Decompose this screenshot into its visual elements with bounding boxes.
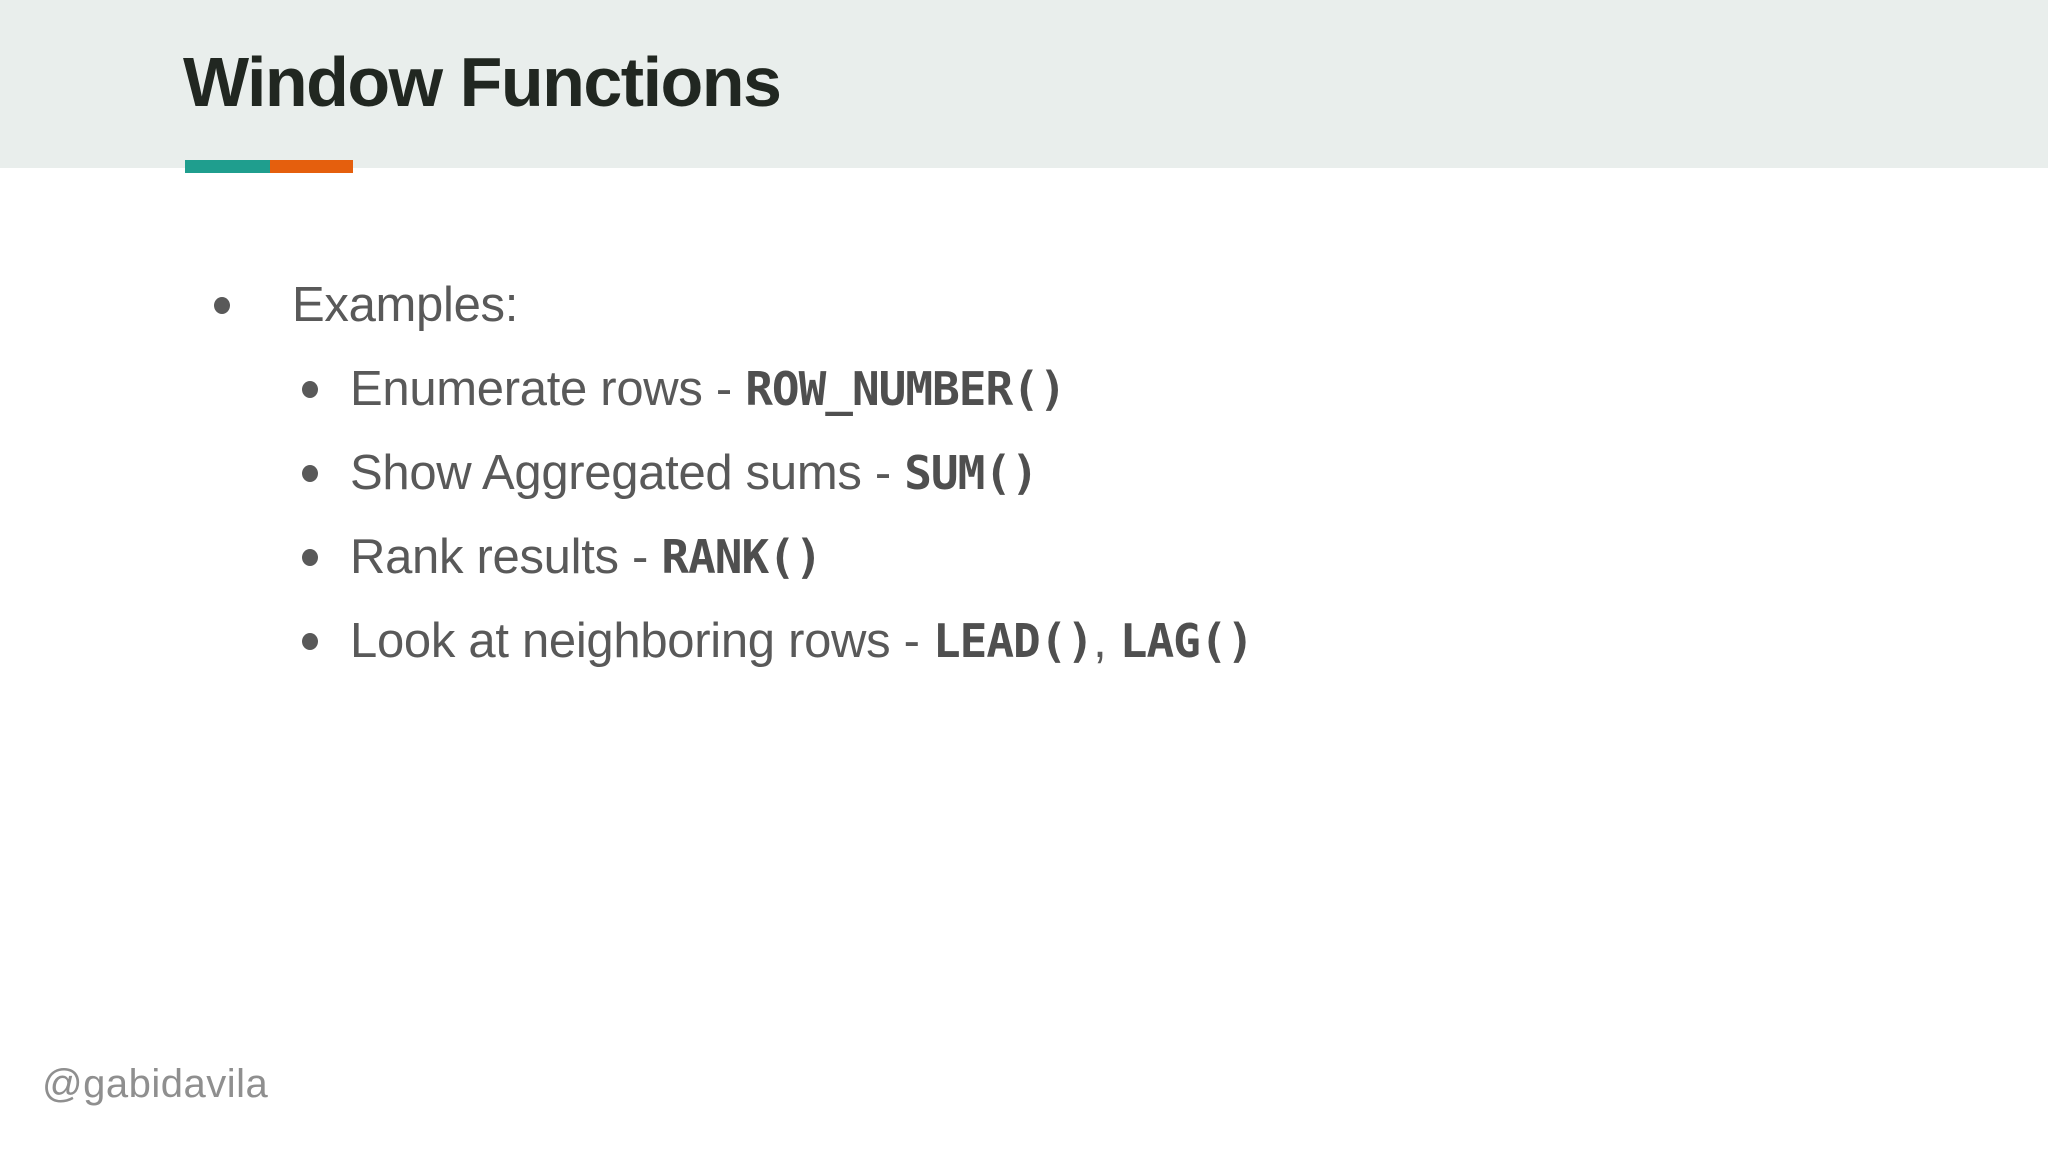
bullet-icon — [302, 464, 318, 482]
list-item-label: Rank results - RANK() — [350, 529, 823, 585]
bullet-icon — [302, 548, 318, 566]
accent-bar-teal-segment — [185, 160, 270, 173]
bullet-icon — [214, 296, 230, 314]
list-item-label: Examples: — [292, 278, 519, 332]
item-text: , — [1093, 614, 1120, 668]
item-code: SUM() — [904, 446, 1038, 500]
item-text: Look at neighboring rows - — [350, 614, 933, 668]
item-code: LAG() — [1119, 614, 1254, 668]
list-item: Rank results - RANK() — [0, 515, 2048, 599]
list-item-label: Show Aggregated sums - SUM() — [350, 445, 1039, 501]
page-title: Window Functions — [183, 43, 782, 121]
list-item-label: Look at neighboring rows - LEAD(), LAG() — [350, 613, 1254, 669]
list-item: Enumerate rows - ROW_NUMBER() — [0, 347, 2048, 431]
item-text: Show Aggregated sums - — [350, 446, 905, 500]
item-code: LEAD() — [932, 614, 1094, 668]
list-item: Look at neighboring rows - LEAD(), LAG() — [0, 599, 2048, 683]
item-code: RANK() — [661, 530, 822, 584]
bullet-icon — [302, 380, 318, 398]
bullet-list: Examples: Enumerate rows - ROW_NUMBER() … — [0, 263, 2048, 683]
item-code: ROW_NUMBER() — [745, 362, 1066, 416]
bullet-icon — [302, 632, 318, 650]
item-text: Rank results - — [350, 530, 662, 584]
list-item-examples: Examples: — [0, 263, 2048, 347]
title-accent-bar — [185, 160, 353, 173]
list-item-label: Enumerate rows - ROW_NUMBER() — [350, 361, 1067, 417]
list-item: Show Aggregated sums - SUM() — [0, 431, 2048, 515]
accent-bar-orange-segment — [270, 160, 353, 173]
author-handle: @gabidavila — [42, 1062, 269, 1106]
header-band — [0, 0, 2048, 168]
item-text: Enumerate rows - — [350, 362, 746, 416]
